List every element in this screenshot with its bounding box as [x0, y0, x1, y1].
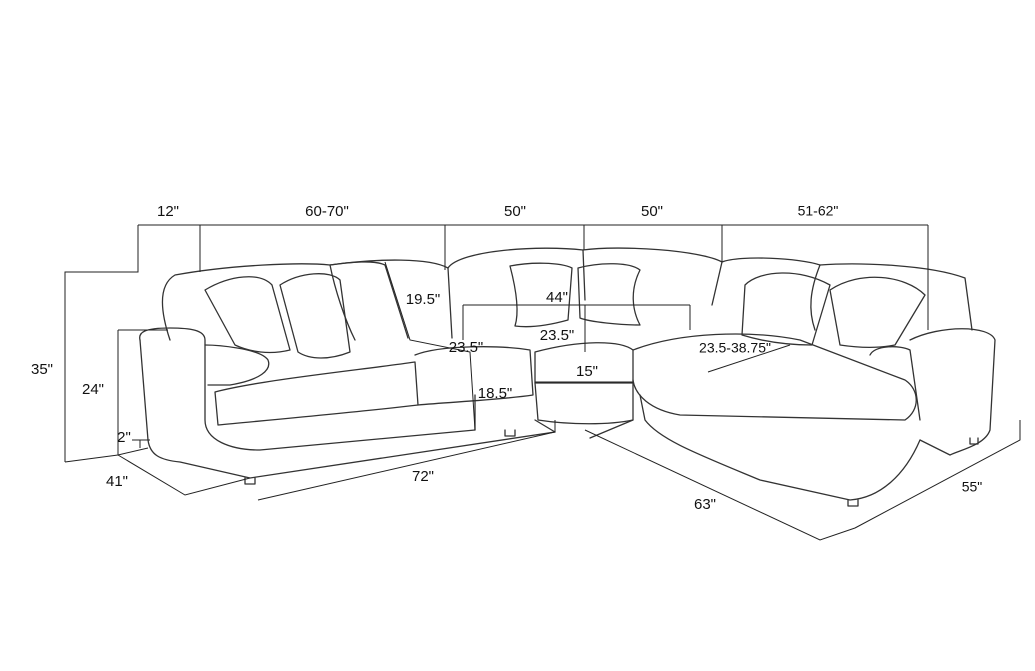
label-right-depth: 55" [962, 479, 983, 495]
dimension-lines [64, 224, 1021, 541]
label-seat-depth-wedge: 23.5" [540, 327, 575, 344]
sofa-outline [139, 247, 996, 507]
label-wedge-right-width: 50" [641, 203, 663, 220]
label-chaise-seat-depth: 23.5-38.75" [699, 340, 771, 356]
label-right-section-width: 51-62" [798, 203, 839, 219]
label-left-arm-width: 12" [157, 203, 179, 220]
label-seat-depth-left: 23.5" [449, 339, 484, 356]
label-wedge-front: 15" [576, 363, 598, 380]
label-left-section-width: 60-70" [305, 203, 349, 220]
label-overall-height: 35" [31, 361, 53, 378]
label-arm-height: 24" [82, 381, 104, 398]
label-wedge-left-width: 50" [504, 203, 526, 220]
label-right-length: 63" [694, 496, 716, 513]
label-left-depth: 41" [106, 473, 128, 490]
label-wedge-span: 44" [546, 289, 568, 306]
label-leg-height: 2" [117, 429, 131, 446]
label-seat-height: 18.5" [478, 385, 513, 402]
label-left-length: 72" [412, 468, 434, 485]
label-back-height: 19.5" [406, 291, 441, 308]
